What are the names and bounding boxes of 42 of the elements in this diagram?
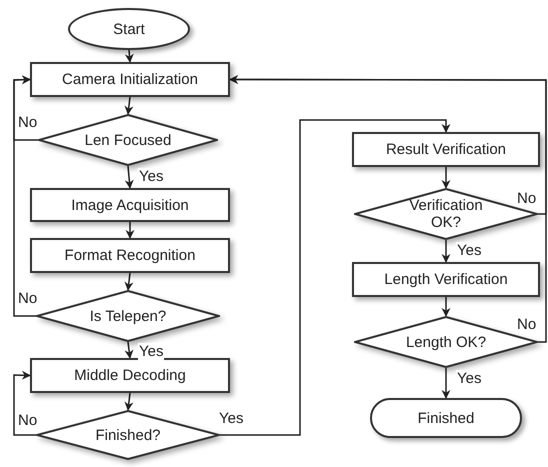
decision-diamond	[36, 410, 220, 460]
arrow	[124, 50, 134, 63]
node-label: Format Recognition	[64, 247, 196, 264]
end-terminal	[370, 398, 522, 438]
process-box	[352, 262, 540, 297]
arrow	[124, 272, 134, 291]
arrow	[13, 75, 36, 317]
node-label: Image Acquisition	[71, 196, 189, 214]
arrow	[442, 368, 450, 399]
start-ellipse	[68, 8, 190, 50]
node-label: Start	[113, 20, 145, 38]
arrow	[442, 240, 450, 263]
node-label: Length Verification	[384, 271, 508, 288]
process-box	[30, 188, 230, 222]
decision-diamond	[36, 290, 220, 342]
decision-diamond	[354, 188, 538, 240]
arrow	[220, 119, 450, 436]
node-label: Finished?	[95, 426, 161, 444]
node-label: Result Verification	[386, 141, 506, 158]
node-label: Len Focused	[84, 132, 172, 148]
node-label: Is Telepen?	[90, 308, 166, 324]
node-label: Length OK?	[406, 334, 486, 350]
decision-diamond	[38, 114, 218, 166]
node-label: Verification OK?	[408, 197, 484, 231]
process-box	[30, 62, 230, 97]
node-label: Middle Decoding	[74, 367, 186, 384]
edge-label: Yes	[138, 343, 164, 360]
process-box	[30, 358, 230, 393]
arrow	[124, 392, 134, 411]
decision-diamond	[354, 316, 538, 368]
process-box	[30, 238, 230, 273]
arrow	[229, 75, 547, 343]
arrow	[124, 166, 134, 189]
node-label: Camera Initialization	[62, 71, 198, 88]
arrow	[442, 297, 450, 317]
arrow	[442, 167, 450, 189]
process-box	[352, 132, 540, 167]
arrow	[126, 222, 134, 239]
arrow	[124, 342, 134, 359]
arrow	[124, 96, 134, 115]
arrow	[13, 370, 36, 436]
node-label: Finished	[418, 410, 474, 426]
